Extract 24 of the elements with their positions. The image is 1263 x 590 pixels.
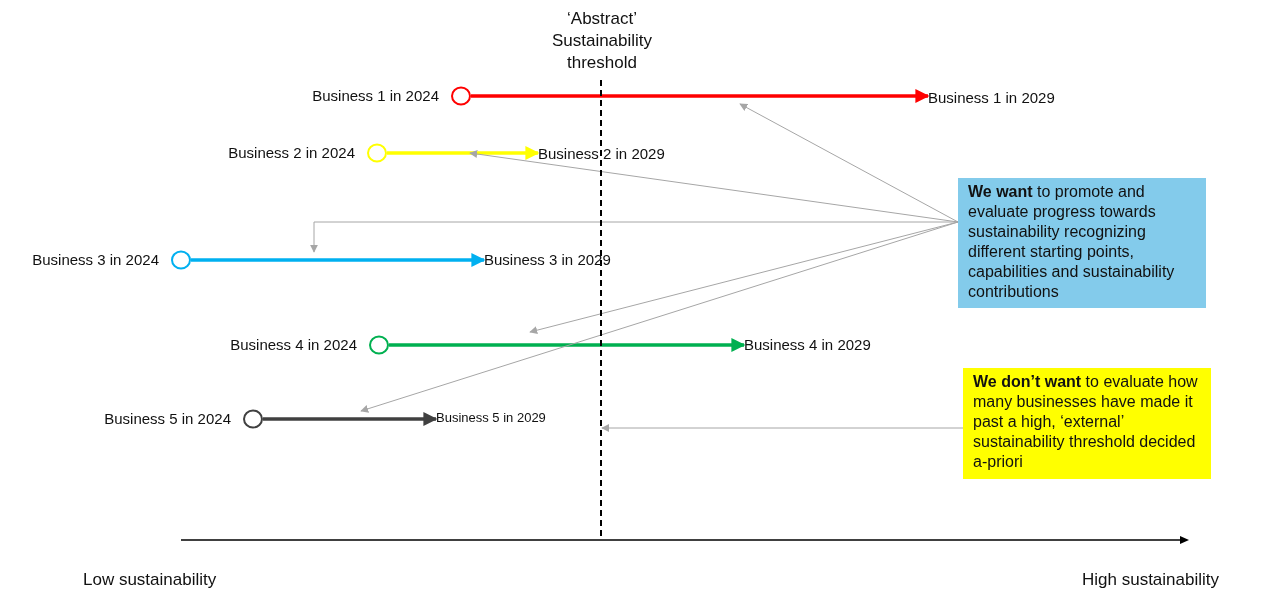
leader-line	[739, 103, 959, 223]
note-box: We don’t want to evaluate how many businesses have made it past a high, ‘external’ sustainability threshold decided a-priori	[963, 368, 1211, 479]
arrow	[191, 253, 486, 267]
arrow	[387, 146, 540, 160]
leader-line	[601, 424, 964, 432]
note-box: We want to promote and evaluate progress towards sustainability recognizing different starting points, capabilities and sustainability contributions	[958, 178, 1206, 308]
business-label: Business 1 in 2024	[312, 87, 439, 105]
threshold-label: ‘Abstract’ Sustainability threshold	[550, 8, 654, 74]
business-label: Business 3 in 2024	[32, 251, 159, 269]
business-label: Business 4 in 2029	[744, 336, 871, 354]
axis-label: High sustainability	[1082, 570, 1219, 590]
arrow	[263, 412, 438, 426]
business-label: Business 1 in 2029	[928, 89, 1055, 107]
business-label: Business 5 in 2024	[104, 410, 231, 428]
arrow	[471, 89, 930, 103]
business-label: Business 3 in 2029	[484, 251, 611, 269]
leader-line	[469, 150, 959, 223]
business-label: Business 5 in 2029	[436, 409, 546, 427]
arrow	[389, 338, 746, 352]
leader-line	[360, 221, 959, 413]
axis-label: Low sustainability	[83, 570, 217, 590]
business-label: Business 2 in 2029	[538, 145, 665, 163]
business-label: Business 2 in 2024	[228, 144, 355, 162]
business-label: Business 4 in 2024	[230, 336, 357, 354]
